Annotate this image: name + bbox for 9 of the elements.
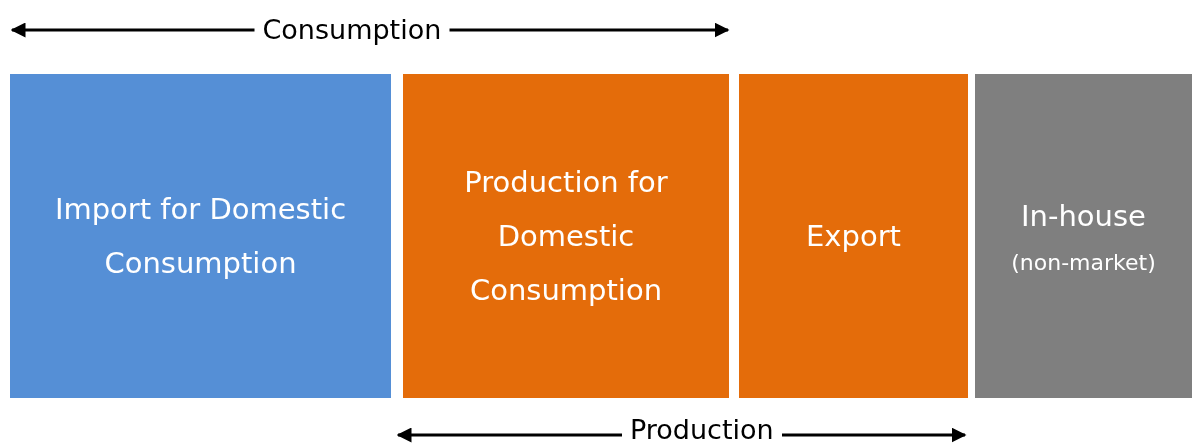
block-label: Production for Domestic Consumption <box>463 164 669 309</box>
category-block <box>975 74 1192 398</box>
category-block <box>10 74 391 398</box>
block-label: Export <box>806 218 901 255</box>
category-block <box>739 74 968 398</box>
category-block <box>403 74 729 398</box>
block-label: (non-market) <box>1011 249 1156 277</box>
block-label: Import for Domestic Consumption <box>53 191 348 282</box>
block-label: In-house <box>1021 198 1146 235</box>
